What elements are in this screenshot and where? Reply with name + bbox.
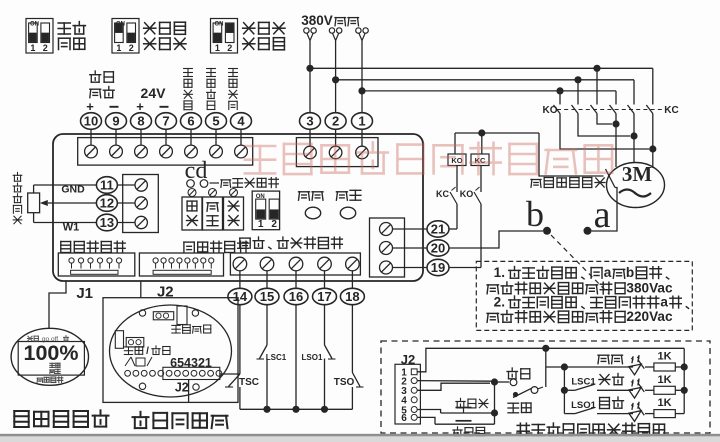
svg-text:1: 1 [358,114,365,129]
svg-text:2: 2 [129,43,134,53]
svg-text:3M: 3M [622,162,653,186]
svg-text:13: 13 [100,215,114,230]
svg-text:a: a [594,194,611,236]
svg-text:3: 3 [401,386,407,397]
svg-text:LSC1: LSC1 [571,377,596,388]
svg-text:16: 16 [289,289,303,304]
svg-text:6: 6 [401,413,407,424]
svg-text:1K: 1K [657,374,671,386]
svg-text:654321: 654321 [170,356,212,370]
svg-text:+: + [86,99,94,114]
svg-text:5: 5 [401,405,407,416]
svg-text:ON: ON [256,194,265,200]
svg-text:20: 20 [431,241,445,256]
svg-text:ON: ON [215,22,224,28]
svg-text:1: 1 [30,43,35,53]
svg-text:11: 11 [100,178,114,193]
svg-text:a: a [660,294,668,309]
svg-text:1: 1 [401,368,407,379]
svg-text:J2: J2 [175,381,189,395]
svg-text:4: 4 [237,114,245,129]
svg-text:100%: 100% [24,341,79,365]
svg-text:J2: J2 [401,352,415,367]
svg-text:24V: 24V [141,85,167,101]
svg-text:1.: 1. [494,265,505,280]
svg-text:3: 3 [306,114,313,129]
svg-text:7: 7 [162,114,169,129]
svg-text:go off: go off [42,336,58,343]
svg-text:21: 21 [431,222,445,237]
svg-text:10: 10 [84,114,98,129]
svg-text:KO: KO [543,105,558,116]
svg-text:8: 8 [137,114,144,129]
svg-text:ON: ON [30,22,39,28]
svg-text:2.: 2. [494,294,505,309]
svg-text:1: 1 [258,219,264,230]
svg-text:9: 9 [112,114,119,129]
svg-text:cd: cd [185,158,208,184]
svg-text:220Vac: 220Vac [626,309,673,324]
svg-text:14: 14 [233,289,248,304]
svg-text:380V: 380V [301,13,333,28]
svg-text:GND: GND [61,184,85,196]
svg-text:TSO: TSO [334,377,355,388]
svg-text:2: 2 [332,114,339,129]
svg-text:b: b [626,265,634,280]
svg-text:2: 2 [401,376,407,387]
svg-text:12: 12 [100,196,114,211]
svg-text:KC: KC [436,189,449,199]
svg-text:/: / [146,346,149,357]
svg-text:17: 17 [317,289,331,304]
svg-text:+: + [136,99,144,114]
svg-text:KO: KO [460,189,474,199]
svg-text:1: 1 [116,43,121,53]
svg-text:LSC1: LSC1 [266,353,287,362]
svg-text:W1: W1 [63,222,80,234]
svg-text:LSO1: LSO1 [302,353,323,362]
svg-text:LSO1: LSO1 [571,400,597,411]
svg-text:b: b [526,194,544,234]
svg-text:1: 1 [215,43,220,53]
svg-text:5: 5 [212,114,219,129]
svg-text:380Vac: 380Vac [626,280,673,295]
svg-text:a: a [604,265,612,280]
svg-text:19: 19 [431,260,445,275]
svg-text:18: 18 [345,289,359,304]
svg-text:4: 4 [401,396,407,407]
svg-text:TSC: TSC [239,377,259,388]
svg-text:15: 15 [260,289,274,304]
svg-text:1K: 1K [657,397,671,409]
svg-text:2: 2 [271,219,277,230]
svg-text:J1: J1 [76,285,93,302]
svg-text:KO: KO [451,156,462,165]
svg-text:KC: KC [664,105,678,116]
svg-text:J2: J2 [157,284,174,301]
svg-text:2: 2 [43,43,48,53]
svg-text:6: 6 [187,114,194,129]
svg-text:KC: KC [475,156,486,165]
svg-text:2: 2 [227,43,232,53]
svg-text:1K: 1K [657,351,671,363]
